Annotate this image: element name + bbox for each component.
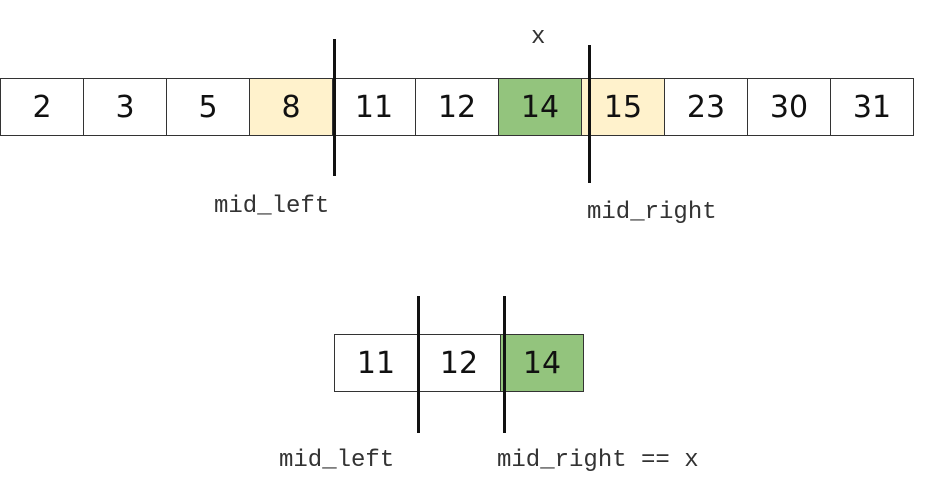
mid-right-divider	[588, 45, 591, 183]
array-cell: 5	[166, 78, 250, 136]
array-cell-highlight-green: 14	[498, 78, 582, 136]
array-cell: 2	[0, 78, 84, 136]
bottom-array: 11 12 14	[334, 334, 584, 392]
mid-left-divider	[333, 39, 336, 176]
bottom-mid-left-divider	[417, 296, 420, 433]
array-cell: 11	[332, 78, 416, 136]
top-array: 2 3 5 8 11 12 14 15 23 30 31	[0, 78, 914, 136]
bottom-mid-right-label: mid_right == x	[497, 447, 699, 474]
array-cell-highlight-yellow: 8	[249, 78, 333, 136]
bottom-mid-right-divider	[503, 296, 506, 433]
array-cell-highlight-green: 14	[500, 334, 584, 392]
array-cell: 12	[415, 78, 499, 136]
array-cell: 11	[334, 334, 418, 392]
array-cell: 30	[747, 78, 831, 136]
array-cell: 23	[664, 78, 748, 136]
mid-left-label: mid_left	[214, 193, 330, 220]
array-cell: 3	[83, 78, 167, 136]
array-cell: 31	[830, 78, 914, 136]
target-x-label: x	[531, 24, 546, 51]
array-cell-highlight-yellow: 15	[581, 78, 665, 136]
bottom-mid-left-label: mid_left	[279, 447, 395, 474]
array-cell: 12	[417, 334, 501, 392]
mid-right-label: mid_right	[587, 199, 717, 226]
